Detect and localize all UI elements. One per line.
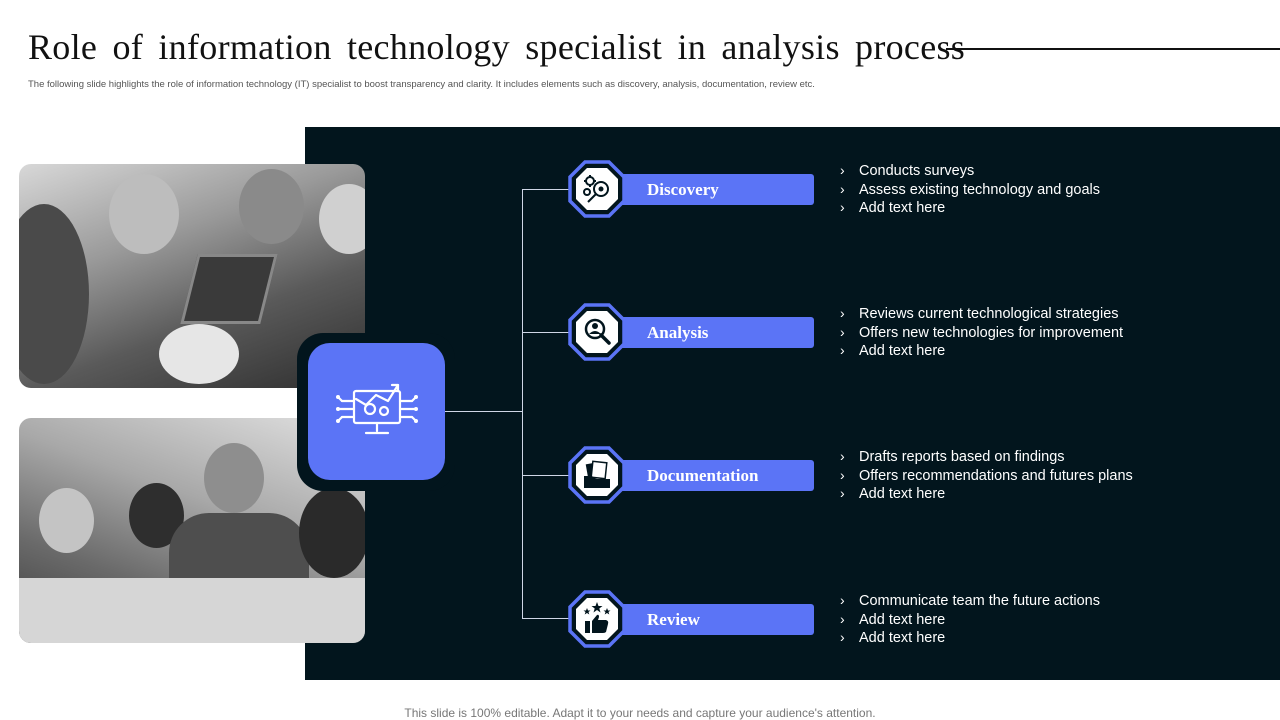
meeting-photo-top	[19, 164, 365, 388]
connector-spine	[522, 189, 523, 619]
list-item: ›Communicate team the future actions	[840, 592, 1100, 609]
step-bar-discovery	[610, 174, 814, 205]
connector-branch-3	[522, 475, 572, 476]
connector-branch-1	[522, 189, 572, 190]
step-bar-analysis	[610, 317, 814, 348]
list-item: ›Offers new technologies for improvement	[840, 323, 1124, 341]
bullets-analysis: ›Reviews current technological strategie…	[840, 305, 1123, 361]
connector-main	[445, 411, 523, 412]
step-label-review: Review	[647, 610, 700, 629]
bullets-documentation: ›Drafts reports based on findings ›Offer…	[840, 448, 1133, 504]
monitor-gears-growth-icon	[335, 383, 418, 434]
step-label-discovery: Discovery	[647, 180, 719, 199]
list-item: ›Add text here	[840, 199, 946, 216]
list-item: ›Reviews current technological strategie…	[840, 305, 1119, 322]
page-title: Role of information technology specialis…	[28, 27, 966, 67]
user-search-icon	[568, 303, 626, 361]
footer-note: This slide is 100% editable. Adapt it to…	[404, 706, 876, 720]
list-item: ›Add text here	[840, 629, 946, 646]
list-item: ›Add text here	[840, 610, 946, 628]
gears-search-icon	[568, 160, 626, 218]
list-item: ›Add text here	[840, 342, 946, 359]
page-subtitle: The following slide highlights the role …	[28, 79, 815, 90]
title-rule	[946, 48, 1280, 50]
connector-branch-4	[522, 618, 572, 619]
bullets-review: ›Communicate team the future actions ›Ad…	[840, 592, 1100, 648]
folder-documents-icon	[568, 446, 626, 504]
list-item: ›Conducts surveys	[840, 162, 975, 179]
step-bar-review	[610, 604, 814, 635]
connector-branch-2	[522, 332, 572, 333]
step-label-analysis: Analysis	[647, 323, 709, 342]
dark-panel	[305, 127, 1280, 680]
step-bar-documentation	[610, 460, 814, 491]
list-item: ›Assess existing technology and goals	[840, 180, 1101, 198]
list-item: ›Drafts reports based on findings	[840, 448, 1065, 465]
thumbs-up-stars-icon	[568, 590, 626, 648]
center-icon-box	[308, 343, 445, 480]
list-item: ›Add text here	[840, 485, 946, 502]
list-item: ›Offers recommendations and futures plan…	[840, 466, 1133, 484]
bullets-discovery: ›Conducts surveys ›Assess existing techn…	[840, 162, 1100, 218]
step-label-documentation: Documentation	[647, 466, 759, 485]
